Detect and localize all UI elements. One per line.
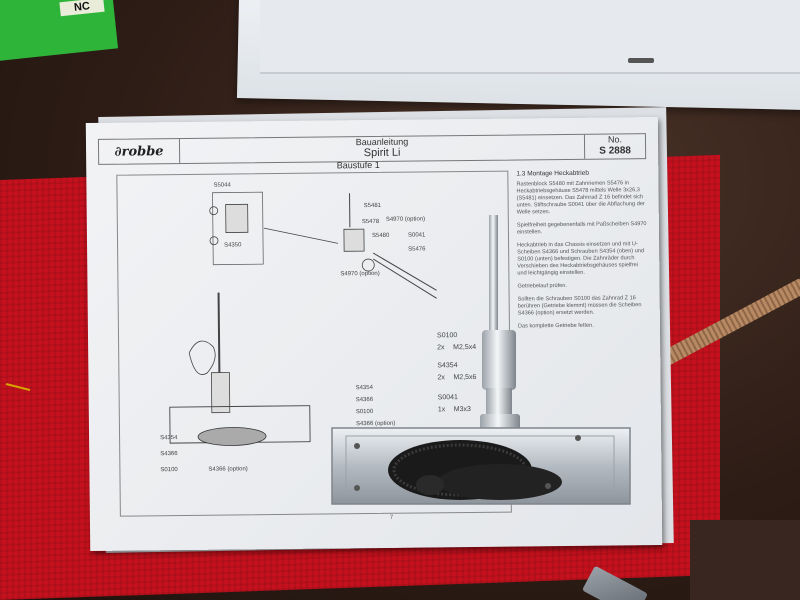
spring-coil [188,340,216,375]
washer-part [209,206,219,216]
shaft-collar-lower [486,388,512,418]
small-gear [361,258,375,272]
wire [5,383,31,391]
main-shaft-metal [489,215,498,335]
detail-box [212,191,264,266]
main-gear [197,427,267,446]
manual-page: ∂robbe Bauanleitung Spirit Li No. S 2888… [85,117,663,551]
shaft-hub [210,372,231,414]
box-slot [628,58,654,63]
lower-gear-icon [438,464,562,500]
diagram-drawing [169,191,437,446]
belt-line [372,252,437,291]
shaft-collar-upper [482,330,516,390]
screw-icon [575,435,581,441]
table-corner [690,520,800,600]
washer-part [209,236,219,246]
screw-icon [354,485,360,491]
main-shaft [217,292,221,375]
screw-icon [545,483,551,489]
bracket-part [225,203,249,233]
box-lid-inner [260,0,800,74]
pinion-gear-icon [416,475,444,495]
assembly-diagram: S5044 S4350 S5481 S5478 S4970 (option) S… [116,170,512,517]
tail-gearbox-housing [343,228,365,252]
leader-line [263,227,339,244]
screw-icon [354,443,360,449]
belt-line [372,258,437,299]
